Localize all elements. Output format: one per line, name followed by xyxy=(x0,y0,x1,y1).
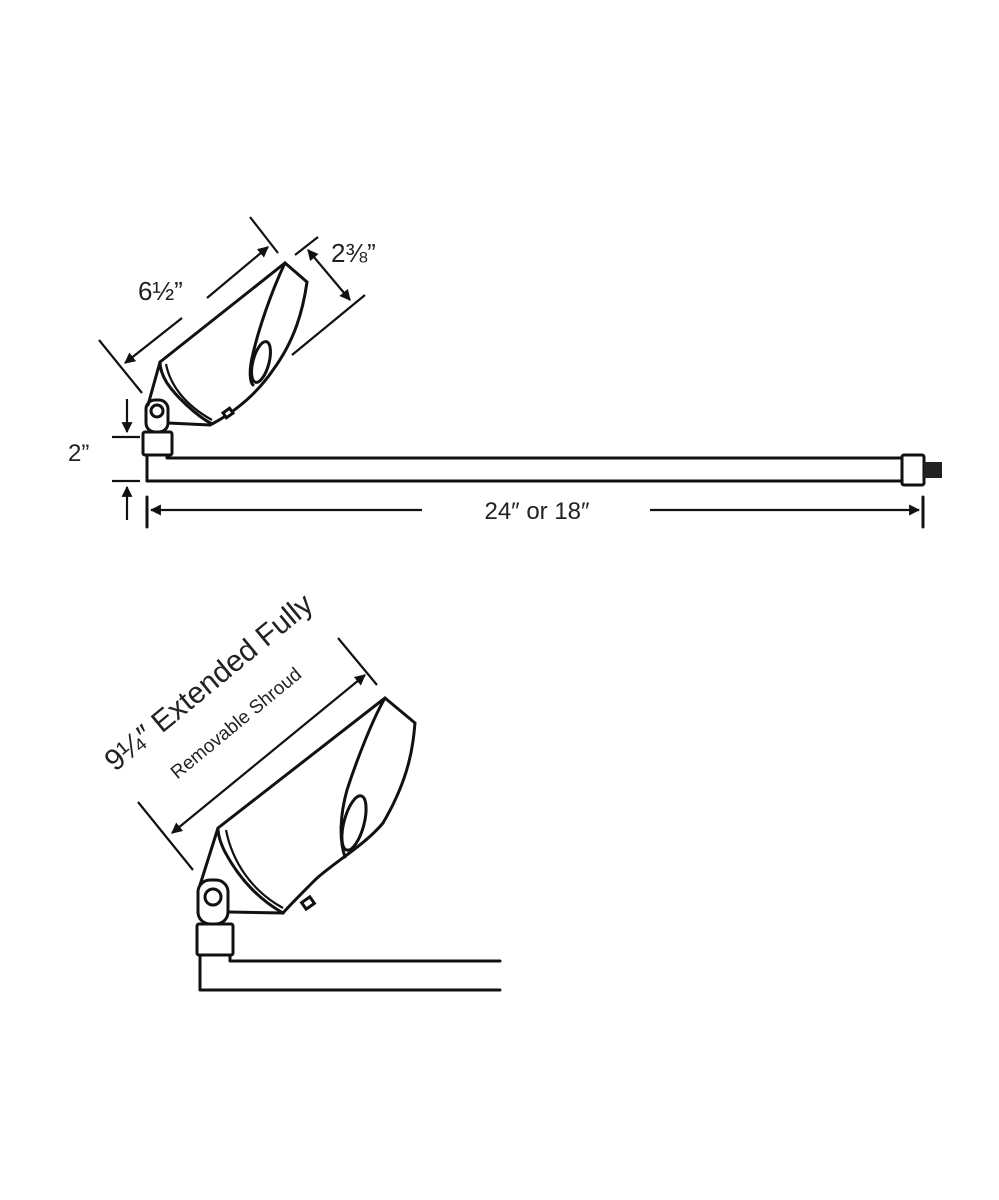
back-ring xyxy=(224,829,284,909)
knuckle xyxy=(196,878,230,926)
height-extension-line xyxy=(112,435,140,483)
stake-length-label: 24″ or 18″ xyxy=(484,498,590,525)
extended-extension-line xyxy=(137,637,378,871)
stake-pipe xyxy=(198,953,502,992)
stake-extension-line xyxy=(145,495,925,529)
collar xyxy=(195,922,235,957)
set-screw xyxy=(299,894,317,912)
collar xyxy=(141,430,174,457)
knuckle-bolt xyxy=(149,403,165,419)
diameter-arrow xyxy=(307,249,351,301)
length-extension-line xyxy=(98,216,279,394)
extended-arrow xyxy=(171,674,366,834)
length-arrow-left xyxy=(124,317,183,364)
stake-pipe xyxy=(145,453,905,483)
length-arrow-right xyxy=(206,246,269,299)
top-fixture: 6½” 2⅜” 2” 24″ or 18″ xyxy=(68,216,942,529)
back-ring xyxy=(164,363,213,421)
diameter-label: 2⅜” xyxy=(331,238,376,268)
length-label: 6½” xyxy=(138,276,183,306)
knuckle-bolt xyxy=(203,887,223,907)
bracket xyxy=(198,826,285,915)
diameter-extension-line xyxy=(291,236,366,356)
lens xyxy=(250,340,272,384)
bottom-fixture: 9¼″ Extended Fully Removable Shroud xyxy=(98,588,502,992)
bracket xyxy=(146,360,212,427)
stake-connector xyxy=(900,453,926,487)
stake-thread xyxy=(924,462,942,478)
set-screw xyxy=(220,406,236,420)
height-label: 2” xyxy=(68,440,89,467)
lens-face xyxy=(248,261,287,387)
fixture-body xyxy=(216,696,417,915)
